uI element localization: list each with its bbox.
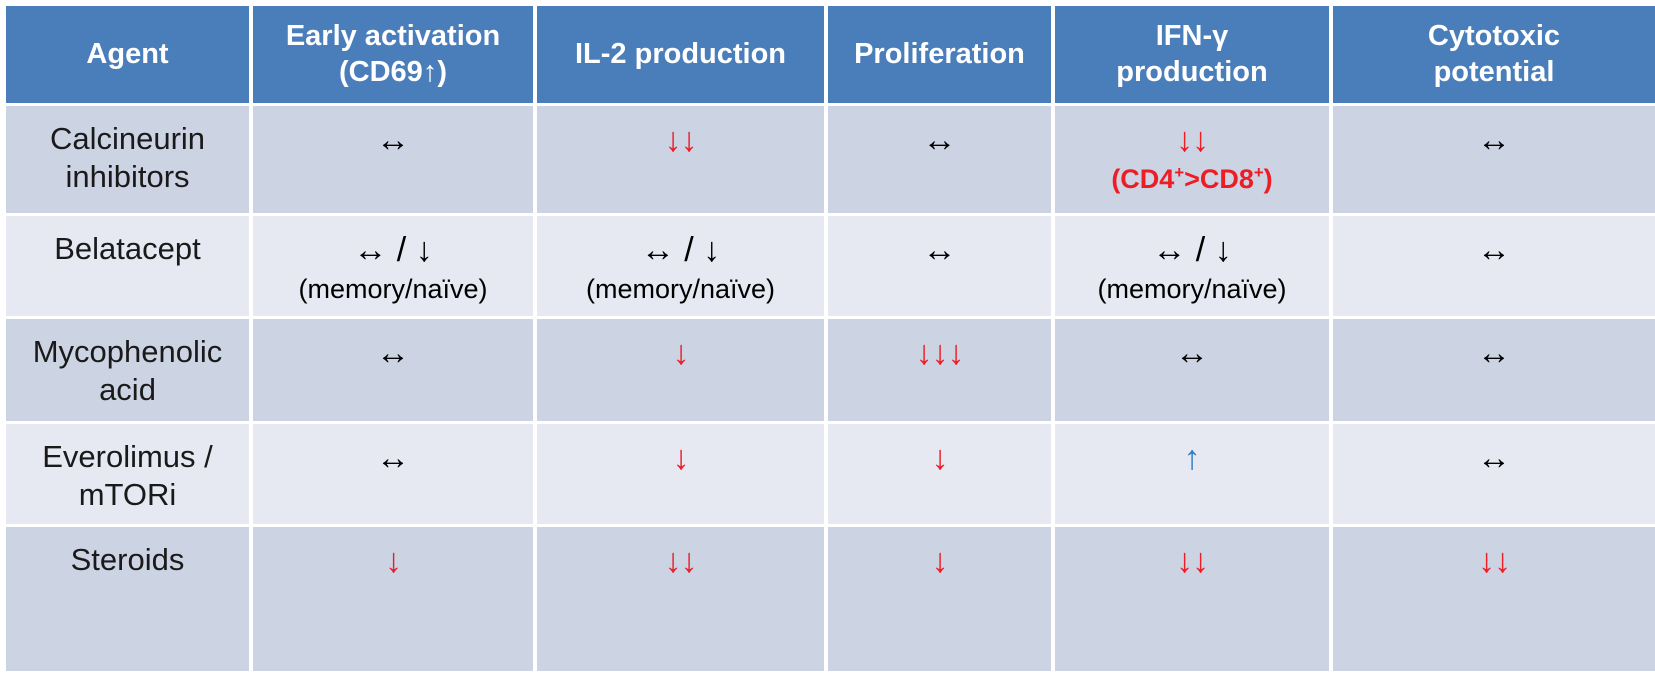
effect-cell-ifn: ↔: [1055, 316, 1333, 421]
table-row: Calcineurin inhibitors ↔ ↓↓ ↔ ↓↓ (CD4+>C…: [6, 103, 1655, 213]
effect-cell-proliferation: ↓: [828, 421, 1055, 524]
effect-mark: ↔: [1477, 231, 1511, 269]
column-header-cytotoxic-potential: Cytotoxic potential: [1333, 6, 1655, 103]
effect-mark: ↓↓: [1176, 121, 1209, 159]
effect-cell-proliferation: ↓: [828, 524, 1055, 671]
effect-mark: ↓↓: [664, 121, 698, 159]
effect-cell-early: ↔ / ↓ (memory/naïve): [253, 213, 537, 316]
table-row: Belatacept ↔ / ↓ (memory/naïve) ↔ / ↓ (m…: [6, 213, 1655, 316]
header-row: Agent Early activation (CD69↑) IL-2 prod…: [6, 6, 1655, 103]
effect-mark: ↓↓: [664, 542, 698, 580]
header-label: Agent: [86, 37, 169, 70]
column-header-proliferation: Proliferation: [828, 6, 1055, 103]
effect-cell-il2: ↓: [537, 316, 828, 421]
column-header-il2-production: IL-2 production: [537, 6, 828, 103]
agent-name-cell: Mycophenolic acid: [6, 316, 253, 421]
column-header-early-activation: Early activation (CD69↑): [253, 6, 537, 103]
effect-mark: ↔: [922, 121, 957, 159]
column-header-agent: Agent: [6, 6, 253, 103]
effect-mark: ↔: [376, 334, 410, 372]
effect-cell-cytotoxic: ↔: [1333, 103, 1655, 213]
effect-mark: ↓: [385, 542, 402, 580]
effect-mark: ↔: [1175, 334, 1209, 372]
header-label: Cytotoxic: [1427, 19, 1561, 52]
effect-mark: ↔: [1477, 334, 1511, 372]
effect-cell-il2: ↓: [537, 421, 828, 524]
effect-mark: ↔ / ↓: [353, 231, 433, 269]
effect-mark: ↓: [672, 334, 690, 372]
effect-mark: ↓↓↓: [915, 334, 965, 372]
effect-mark: ↔: [1477, 121, 1511, 159]
effect-cell-cytotoxic: ↓↓: [1333, 524, 1655, 671]
agent-name-cell: Everolimus / mTORi: [6, 421, 253, 524]
effect-cell-il2: ↓↓: [537, 103, 828, 213]
effect-cell-ifn: ↑: [1055, 421, 1333, 524]
effect-cell-ifn: ↔ / ↓ (memory/naïve): [1055, 213, 1333, 316]
agent-name-cell: Belatacept: [6, 213, 253, 316]
effect-mark: ↔: [922, 231, 957, 269]
effect-cell-cytotoxic: ↔: [1333, 213, 1655, 316]
effect-cell-early: ↔: [253, 103, 537, 213]
effect-mark: ↓↓: [1478, 542, 1511, 580]
effect-mark: ↓↓: [1176, 542, 1209, 580]
agent-name-cell: Calcineurin inhibitors: [6, 103, 253, 213]
effect-cell-cytotoxic: ↔: [1333, 421, 1655, 524]
effect-note: (memory/naïve): [1097, 274, 1287, 305]
agent-effects-table: Agent Early activation (CD69↑) IL-2 prod…: [6, 6, 1655, 671]
table-row: Everolimus / mTORi ↔ ↓ ↓ ↑ ↔: [6, 421, 1655, 524]
effect-cell-early: ↓: [253, 524, 537, 671]
effect-cell-il2: ↓↓: [537, 524, 828, 671]
table-body: Calcineurin inhibitors ↔ ↓↓ ↔ ↓↓ (CD4+>C…: [6, 103, 1655, 671]
header-label: IL-2 production: [574, 37, 787, 70]
effect-cell-proliferation: ↔: [828, 213, 1055, 316]
effect-mark: ↔: [1477, 439, 1511, 477]
effect-cell-cytotoxic: ↔: [1333, 316, 1655, 421]
table-row: Steroids ↓ ↓↓ ↓ ↓↓ ↓↓: [6, 524, 1655, 671]
effect-cell-early: ↔: [253, 316, 537, 421]
effect-mark: ↓: [931, 542, 949, 580]
effect-cell-ifn: ↓↓ (CD4+>CD8+): [1055, 103, 1333, 213]
header-sublabel: production: [1116, 55, 1268, 88]
effect-mark: ↓: [931, 439, 949, 477]
table-header: Agent Early activation (CD69↑) IL-2 prod…: [6, 6, 1655, 103]
header-label: Early activation: [285, 19, 501, 52]
effect-cell-early: ↔: [253, 421, 537, 524]
effect-mark: ↓: [672, 439, 690, 477]
effect-mark: ↔ / ↓: [1152, 231, 1232, 269]
effect-cell-ifn: ↓↓: [1055, 524, 1333, 671]
header-sublabel: potential: [1433, 55, 1555, 88]
effect-mark: ↑: [1183, 439, 1201, 477]
header-label: Proliferation: [854, 37, 1025, 70]
effect-mark: ↔: [376, 439, 410, 477]
column-header-ifn-gamma-production: IFN-γ production: [1055, 6, 1333, 103]
effect-cell-il2: ↔ / ↓ (memory/naïve): [537, 213, 828, 316]
table-row: Mycophenolic acid ↔ ↓ ↓↓↓ ↔ ↔: [6, 316, 1655, 421]
header-label: IFN-γ: [1155, 19, 1229, 52]
effect-mark: ↔ / ↓: [640, 231, 721, 269]
agent-name-cell: Steroids: [6, 524, 253, 671]
header-sublabel: (CD69↑): [339, 55, 447, 88]
effect-note: (memory/naïve): [298, 274, 488, 305]
effect-note: (memory/naïve): [585, 274, 776, 305]
effect-mark: ↔: [376, 121, 410, 159]
effect-cell-proliferation: ↔: [828, 103, 1055, 213]
effect-cell-proliferation: ↓↓↓: [828, 316, 1055, 421]
effect-note: (CD4+>CD8+): [1111, 163, 1273, 195]
